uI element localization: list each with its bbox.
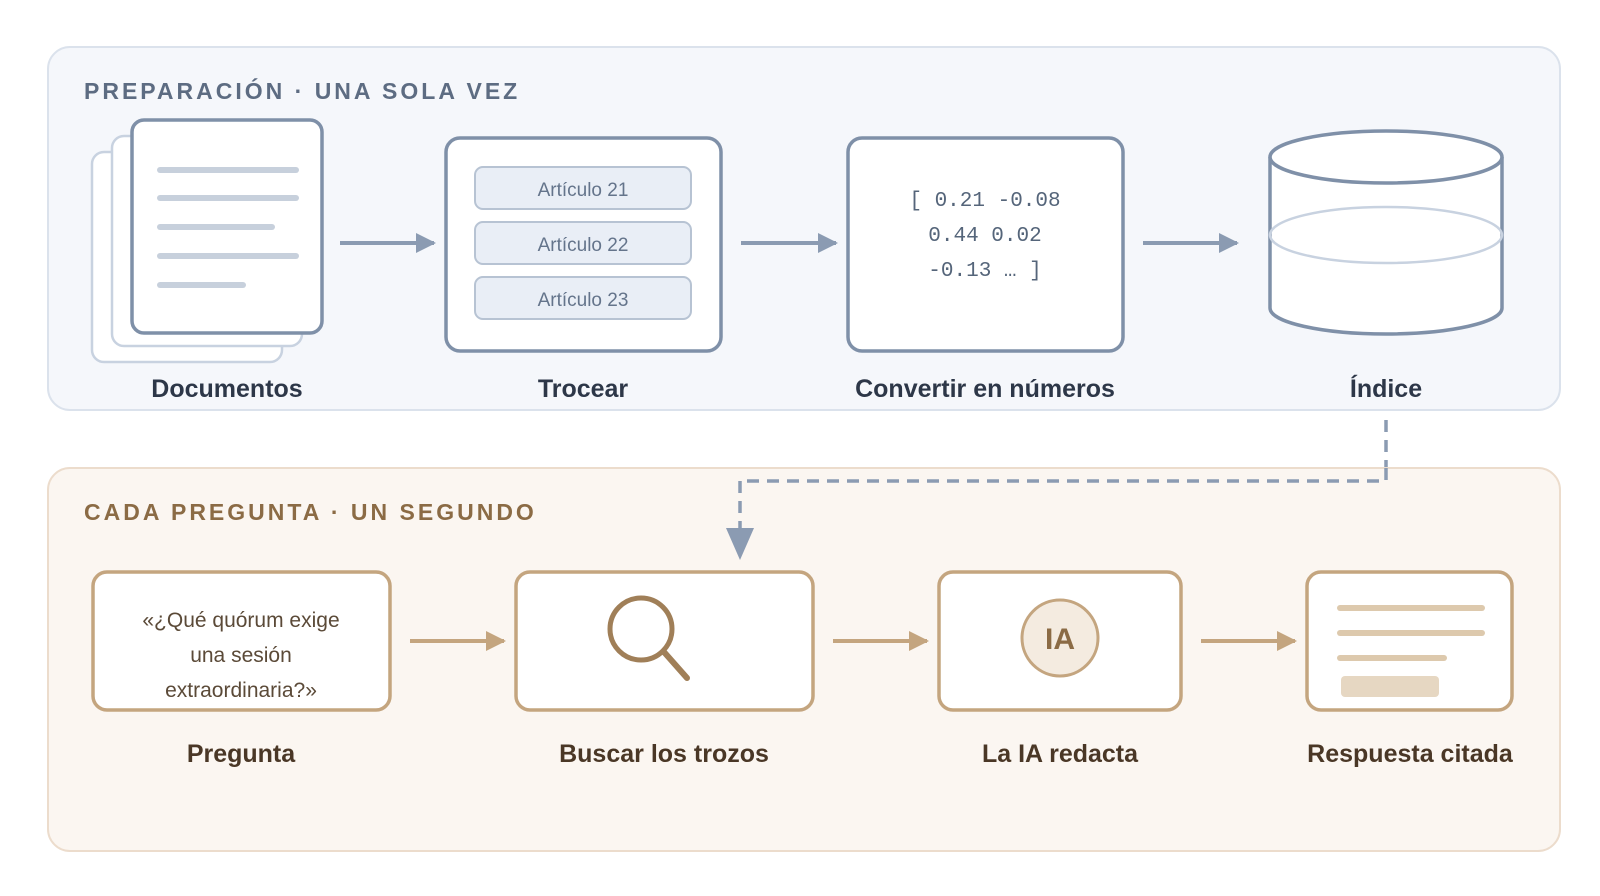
vector-line: [ 0.21 -0.08	[909, 190, 1060, 213]
preparation-title: PREPARACIÓN · UNA SOLA VEZ	[84, 77, 520, 104]
ai-draft-box: IA	[937, 570, 1183, 712]
question-line: extraordinaria?»	[165, 679, 317, 702]
question-box: «¿Qué quórum exige una sesión extraordin…	[91, 570, 392, 712]
vector-line: -0.13 … ]	[928, 260, 1041, 283]
question-line: una sesión	[190, 644, 292, 667]
ai-badge: IA	[1045, 623, 1075, 656]
document-icon	[1305, 570, 1514, 712]
search-box	[514, 570, 815, 712]
chunk-box: Artículo 21 Artículo 22 Artículo 23	[444, 136, 723, 353]
step-label-documents: Documentos	[151, 375, 302, 403]
query-title: CADA PREGUNTA · UN SEGUNDO	[84, 499, 537, 525]
step-label-draft: La IA redacta	[982, 740, 1139, 768]
step-label-chunk: Trocear	[538, 375, 629, 403]
query-panel: CADA PREGUNTA · UN SEGUNDO «¿Qué quórum …	[47, 467, 1561, 852]
magnifier-icon	[607, 595, 690, 681]
database-icon	[1268, 129, 1504, 336]
step-label-index: Índice	[1350, 374, 1422, 403]
question-line: «¿Qué quórum exige	[142, 609, 339, 632]
chunk-item: Artículo 22	[538, 235, 629, 256]
chunk-item: Artículo 21	[538, 180, 629, 201]
ai-badge-circle	[1020, 598, 1100, 678]
step-label-vectorize: Convertir en números	[855, 375, 1115, 403]
document-stack-icon	[90, 118, 324, 364]
chunk-item: Artículo 23	[538, 290, 629, 311]
step-label-question: Pregunta	[187, 740, 296, 768]
vector-line: 0.44 0.02	[928, 225, 1041, 248]
step-label-search: Buscar los trozos	[559, 740, 769, 768]
vector-box: [ 0.21 -0.08 0.44 0.02 -0.13 … ]	[846, 136, 1125, 353]
preparation-panel: PREPARACIÓN · UNA SOLA VEZ Documentos Ar…	[47, 46, 1561, 411]
step-label-answer: Respuesta citada	[1307, 740, 1514, 768]
